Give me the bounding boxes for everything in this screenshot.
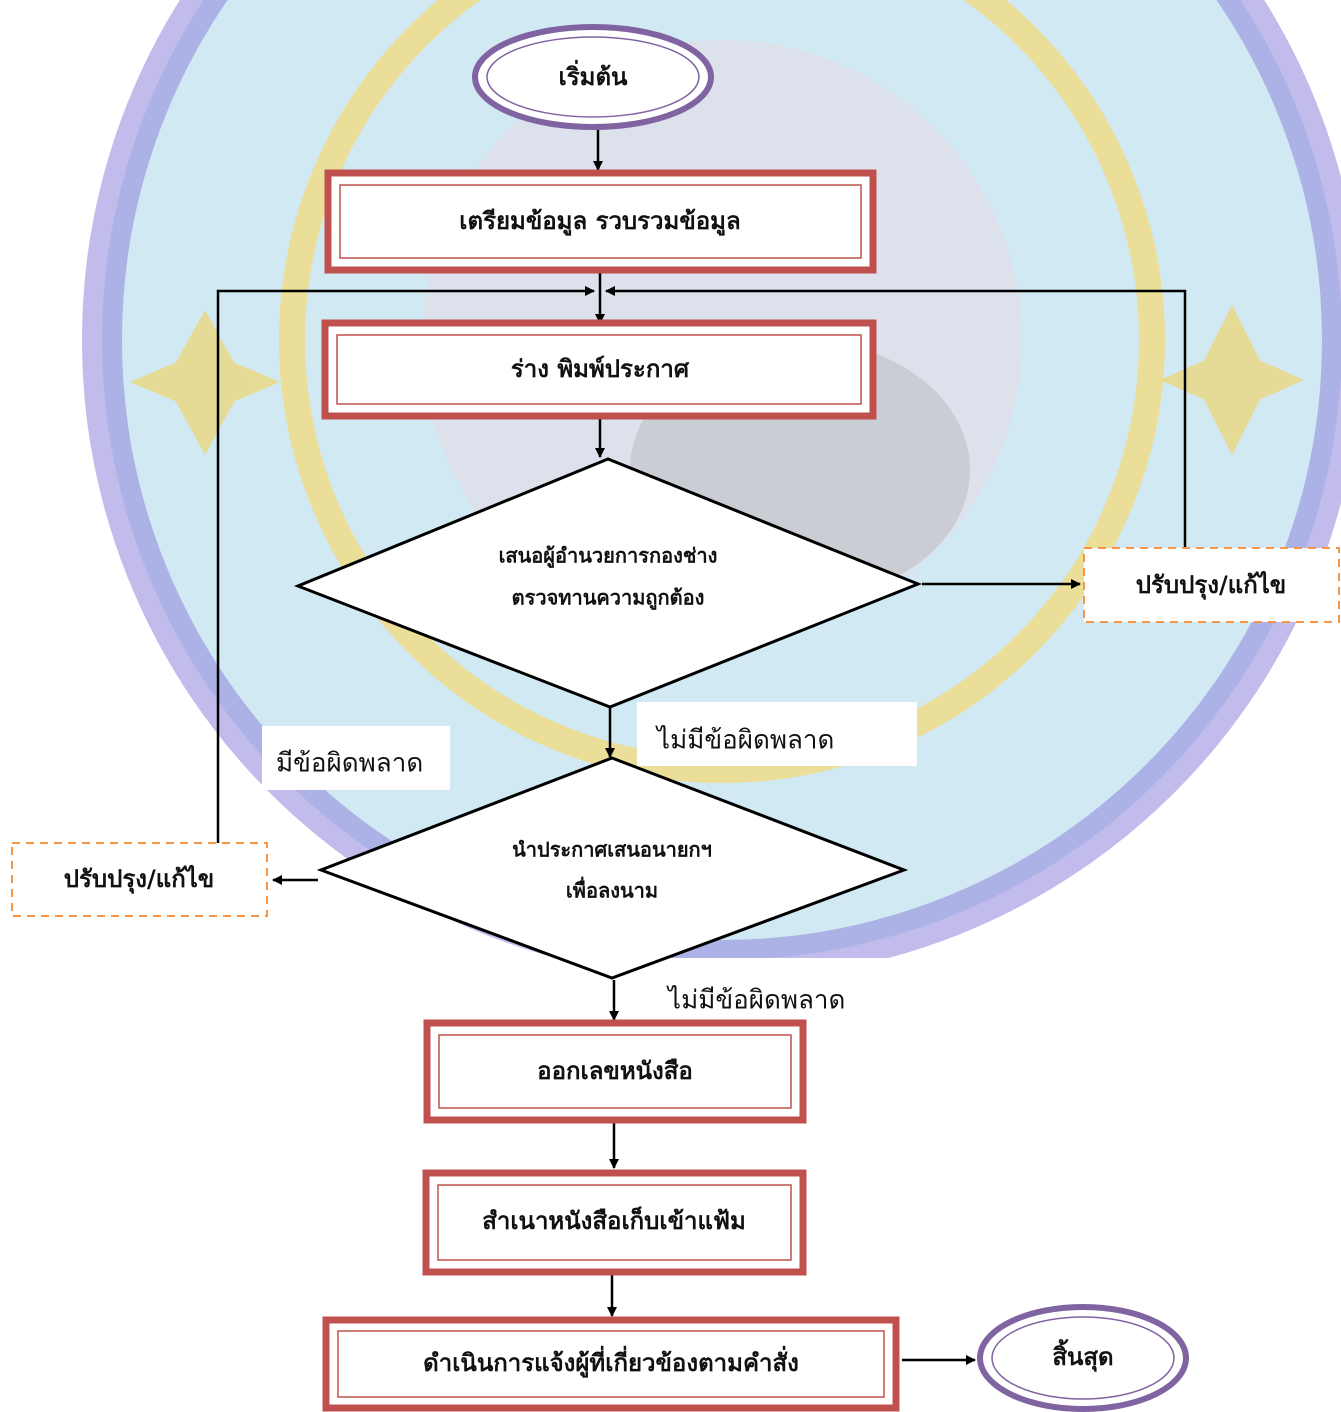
notify-label: ดำเนินการแจ้งผู้ที่เกี่ยวข้องตามคำสั่ง (423, 1345, 799, 1378)
start-node: เริ่มต้น (472, 24, 714, 130)
edge-label-has-error: มีข้อผิดพลาด (262, 726, 450, 790)
has-error-label: มีข้อผิดพลาด (276, 749, 423, 779)
fix-left-label: ปรับปรุง/แก้ไข (64, 864, 214, 895)
draft-label: ร่าง พิมพ์ประกาศ (511, 355, 690, 383)
prepare-label: เตรียมข้อมูล รวบรวมข้อมูล (459, 207, 740, 236)
sign-label-line2: เพื่อลงนาม (566, 876, 658, 903)
draft-box: ร่าง พิมพ์ประกาศ (321, 319, 877, 420)
review-label-line1: เสนอผู้อำนวยการกองช่าง (499, 544, 718, 570)
edge-label-no-error-1: ไม่มีข้อผิดพลาด (637, 702, 917, 766)
edge-label-no-error-2: ไม่มีข้อผิดพลาด (666, 985, 845, 1016)
end-label: สิ้นสุด (1052, 1338, 1113, 1373)
sign-label-line1: นำประกาศเสนอนายกฯ (512, 838, 712, 862)
number-box: ออกเลขหนังสือ (423, 1019, 807, 1124)
ornament-right-icon (1160, 305, 1304, 455)
review-label-line2: ตรวจทานความถูกต้อง (512, 586, 705, 612)
notify-box: ดำเนินการแจ้งผู้ที่เกี่ยวข้องตามคำสั่ง (322, 1316, 900, 1412)
loop-fix-left-to-draft (216, 286, 595, 843)
fix-right-box: ปรับปรุง/แก้ไข (1083, 547, 1340, 623)
copy-box: สำเนาหนังสือเก็บเข้าแฟ้ม (422, 1169, 807, 1276)
fix-right-label: ปรับปรุง/แก้ไข (1136, 570, 1286, 601)
loop-fix-right-to-draft (605, 286, 1187, 548)
review-decision: เสนอผู้อำนวยการกองช่าง ตรวจทานความถูกต้อ… (293, 457, 923, 709)
no-error-label-1: ไม่มีข้อผิดพลาด (655, 725, 834, 756)
end-node: สิ้นสุด (977, 1304, 1189, 1412)
prepare-box: เตรียมข้อมูล รวบรวมข้อมูล (324, 169, 877, 274)
no-error-label-2: ไม่มีข้อผิดพลาด (666, 985, 845, 1016)
sign-decision: นำประกาศเสนอนายกฯ เพื่อลงนาม (316, 756, 909, 980)
fix-left-box: ปรับปรุง/แก้ไข (11, 842, 268, 917)
ornament-left-icon (130, 310, 280, 455)
copy-label: สำเนาหนังสือเก็บเข้าแฟ้ม (482, 1206, 746, 1235)
number-label: ออกเลขหนังสือ (537, 1057, 693, 1085)
start-label: เริ่มต้น (559, 59, 629, 91)
connectors (216, 128, 1187, 1365)
